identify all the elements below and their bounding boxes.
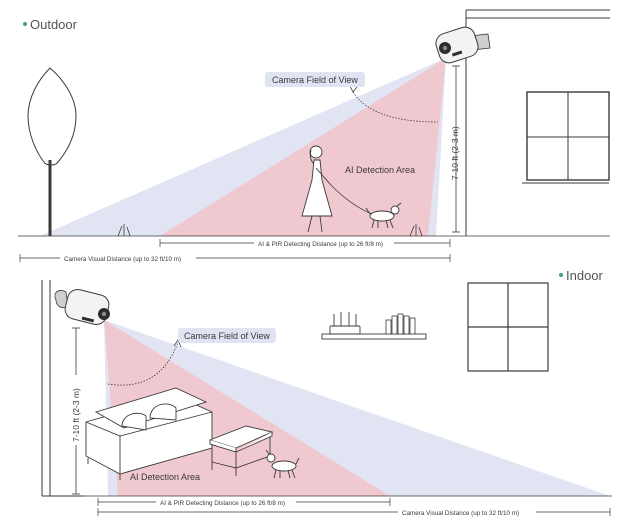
indoor-visual-label-bg bbox=[398, 508, 536, 517]
outdoor-dog-icon bbox=[365, 202, 402, 229]
tree-icon bbox=[27, 67, 77, 236]
outdoor-section-label: Outdoor bbox=[30, 17, 78, 32]
window-icon bbox=[467, 282, 549, 372]
indoor-wall bbox=[41, 280, 84, 497]
coffee-table-icon bbox=[208, 425, 274, 476]
indoor-visual-distance-label: Camera Visual Distance (up to 32 ft/10 m… bbox=[402, 510, 519, 517]
indoor-dog-icon bbox=[265, 449, 300, 479]
outdoor-visual-distance-label: Camera Visual Distance (up to 32 ft/10 m… bbox=[64, 256, 181, 263]
outdoor-fov-arc bbox=[352, 91, 439, 123]
shelf bbox=[321, 333, 427, 340]
outdoor-height-dimension bbox=[452, 65, 460, 233]
outdoor-bullet-dot bbox=[23, 22, 27, 26]
indoor-section: Indoor bbox=[41, 268, 612, 517]
indoor-pir-label-bg bbox=[156, 498, 296, 507]
outdoor-bullet-camera-icon bbox=[435, 26, 491, 64]
indoor-height-label-bg bbox=[66, 375, 86, 445]
indoor-fov-label: Camera Field of View bbox=[184, 331, 270, 341]
outdoor-pir-label-bg bbox=[254, 239, 394, 248]
indoor-bullet-dot bbox=[559, 273, 563, 277]
outdoor-visual-label-bg bbox=[60, 254, 196, 263]
indoor-pir-distance-label: AI & PIR Detecting Distance (up to 26 ft… bbox=[160, 500, 285, 507]
outdoor-fov-arc-arrow bbox=[349, 85, 358, 93]
indoor-fov-label-box bbox=[178, 328, 276, 343]
indoor-section-label: Indoor bbox=[566, 268, 604, 283]
woman-walking-icon bbox=[301, 145, 373, 233]
sofa-icon bbox=[85, 387, 213, 480]
outdoor-ai-label: AI Detection Area bbox=[345, 165, 415, 175]
outdoor-fov-label-box bbox=[265, 72, 365, 87]
indoor-bullet-camera-icon bbox=[54, 288, 110, 326]
outdoor-height-label: 7-10 ft (2-3 m) bbox=[450, 126, 460, 180]
outdoor-section: Outdoor bbox=[18, 9, 610, 263]
grass-icon bbox=[117, 224, 423, 237]
books-icon bbox=[385, 313, 416, 335]
outdoor-pir-distance-label: AI & PIR Detecting Distance (up to 26 ft… bbox=[258, 241, 383, 248]
outdoor-ai-area bbox=[160, 58, 446, 236]
outdoor-fov-label: Camera Field of View bbox=[272, 75, 358, 85]
indoor-fov-arc bbox=[107, 341, 179, 386]
router-icon bbox=[329, 312, 361, 335]
indoor-ai-label: AI Detection Area bbox=[130, 472, 200, 482]
indoor-height-label: 7-10 ft (2-3 m) bbox=[71, 388, 81, 442]
